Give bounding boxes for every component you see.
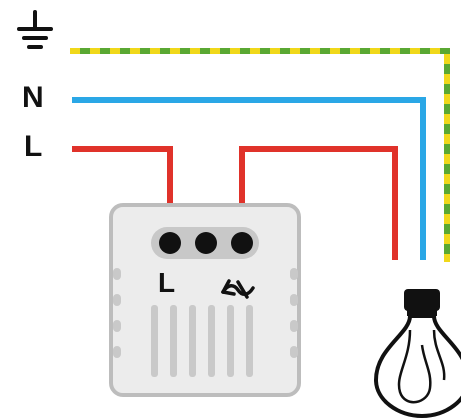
ground-icon <box>17 10 53 49</box>
terminal-switched-output <box>231 232 253 254</box>
switched-output-icon <box>221 279 255 299</box>
switch-side-tabs-right <box>290 268 298 358</box>
terminal-middle <box>195 232 217 254</box>
live-label: L <box>24 130 42 163</box>
neutral-label: N <box>22 81 44 114</box>
switch-ribs <box>151 305 253 377</box>
light-switch <box>109 203 301 397</box>
light-bulb-icon <box>373 289 461 419</box>
neutral-wire <box>72 97 426 260</box>
switch-terminal-label-live: L <box>158 267 175 298</box>
earth-wire <box>70 48 450 262</box>
switched-live-wire <box>239 146 398 260</box>
terminal-live <box>159 232 181 254</box>
switch-side-tabs-left <box>113 268 121 358</box>
